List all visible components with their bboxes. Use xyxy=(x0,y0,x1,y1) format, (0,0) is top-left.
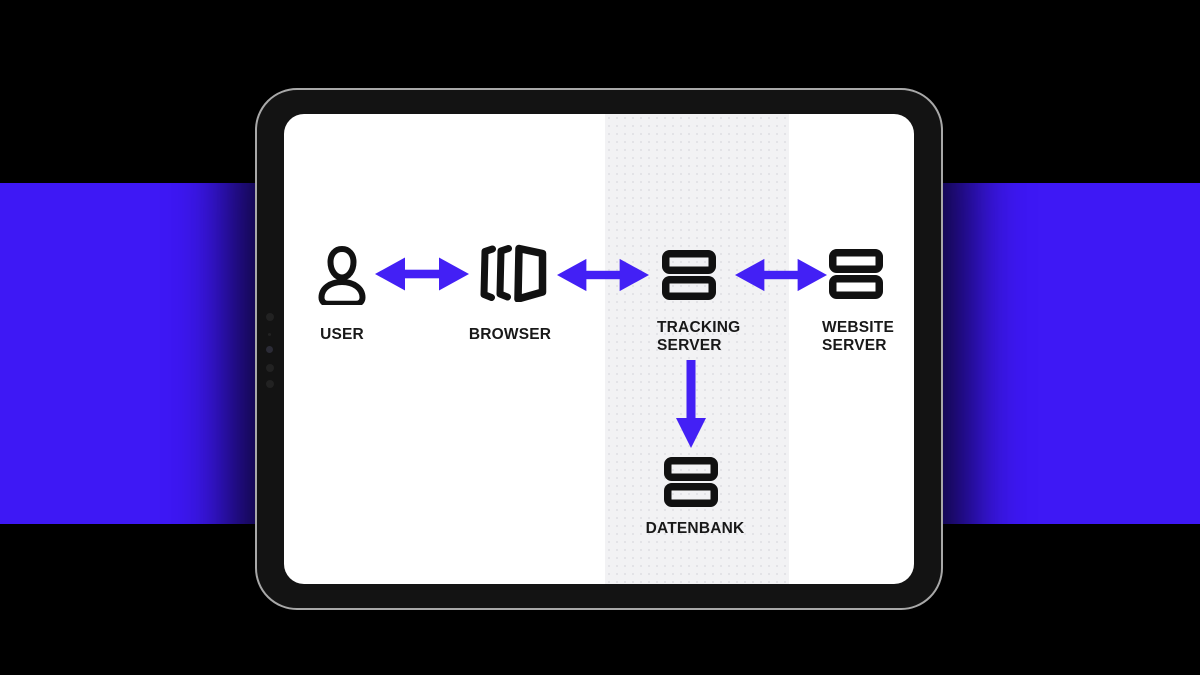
camera-dot xyxy=(266,364,274,372)
node-tracking-server xyxy=(662,250,716,300)
tablet-screen: USER BROWSER xyxy=(284,114,914,584)
website-server-label: WEBSITE SERVER xyxy=(822,319,895,354)
tracking-highlight-column xyxy=(605,114,789,584)
double-arrow-icon xyxy=(375,257,469,291)
node-datenbank xyxy=(664,457,718,507)
connection-tracking-datenbank xyxy=(676,360,706,448)
node-browser xyxy=(475,244,547,302)
camera-dot xyxy=(268,333,271,336)
tablet-device: USER BROWSER xyxy=(255,88,943,610)
user-icon xyxy=(318,245,366,305)
datenbank-label: DATENBANK xyxy=(645,520,745,537)
server-icon xyxy=(829,249,883,299)
connection-user-browser xyxy=(375,255,469,293)
connection-tracking-website xyxy=(735,256,827,294)
down-arrow-icon xyxy=(676,360,706,448)
camera-dot xyxy=(266,380,274,388)
user-label: USER xyxy=(320,326,364,343)
tracking-server-label: TRACKING SERVER xyxy=(657,319,741,354)
connection-browser-tracking xyxy=(557,256,649,294)
camera-lens-dot xyxy=(266,346,273,353)
browser-icon xyxy=(480,244,547,302)
database-icon xyxy=(664,457,718,507)
node-website-server xyxy=(829,249,883,299)
node-user xyxy=(317,245,367,305)
double-arrow-icon xyxy=(557,258,649,292)
camera-dot xyxy=(266,313,274,321)
double-arrow-icon xyxy=(735,258,827,292)
browser-label: BROWSER xyxy=(468,326,552,343)
server-icon xyxy=(662,250,716,300)
